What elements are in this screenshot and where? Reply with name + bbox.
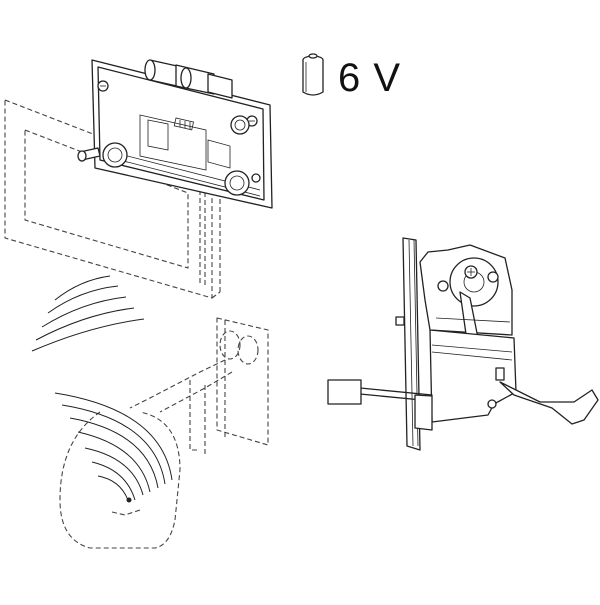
flush-plate-icon	[77, 59, 273, 209]
battery-icon	[302, 53, 324, 96]
sensor-range-lower-icon	[54, 392, 173, 501]
battery-voltage-label: 6 V	[338, 56, 402, 100]
sensor-range-icon	[31, 275, 145, 352]
flush-valve-icon	[327, 237, 599, 451]
dashed-valve-assembly	[59, 317, 269, 549]
